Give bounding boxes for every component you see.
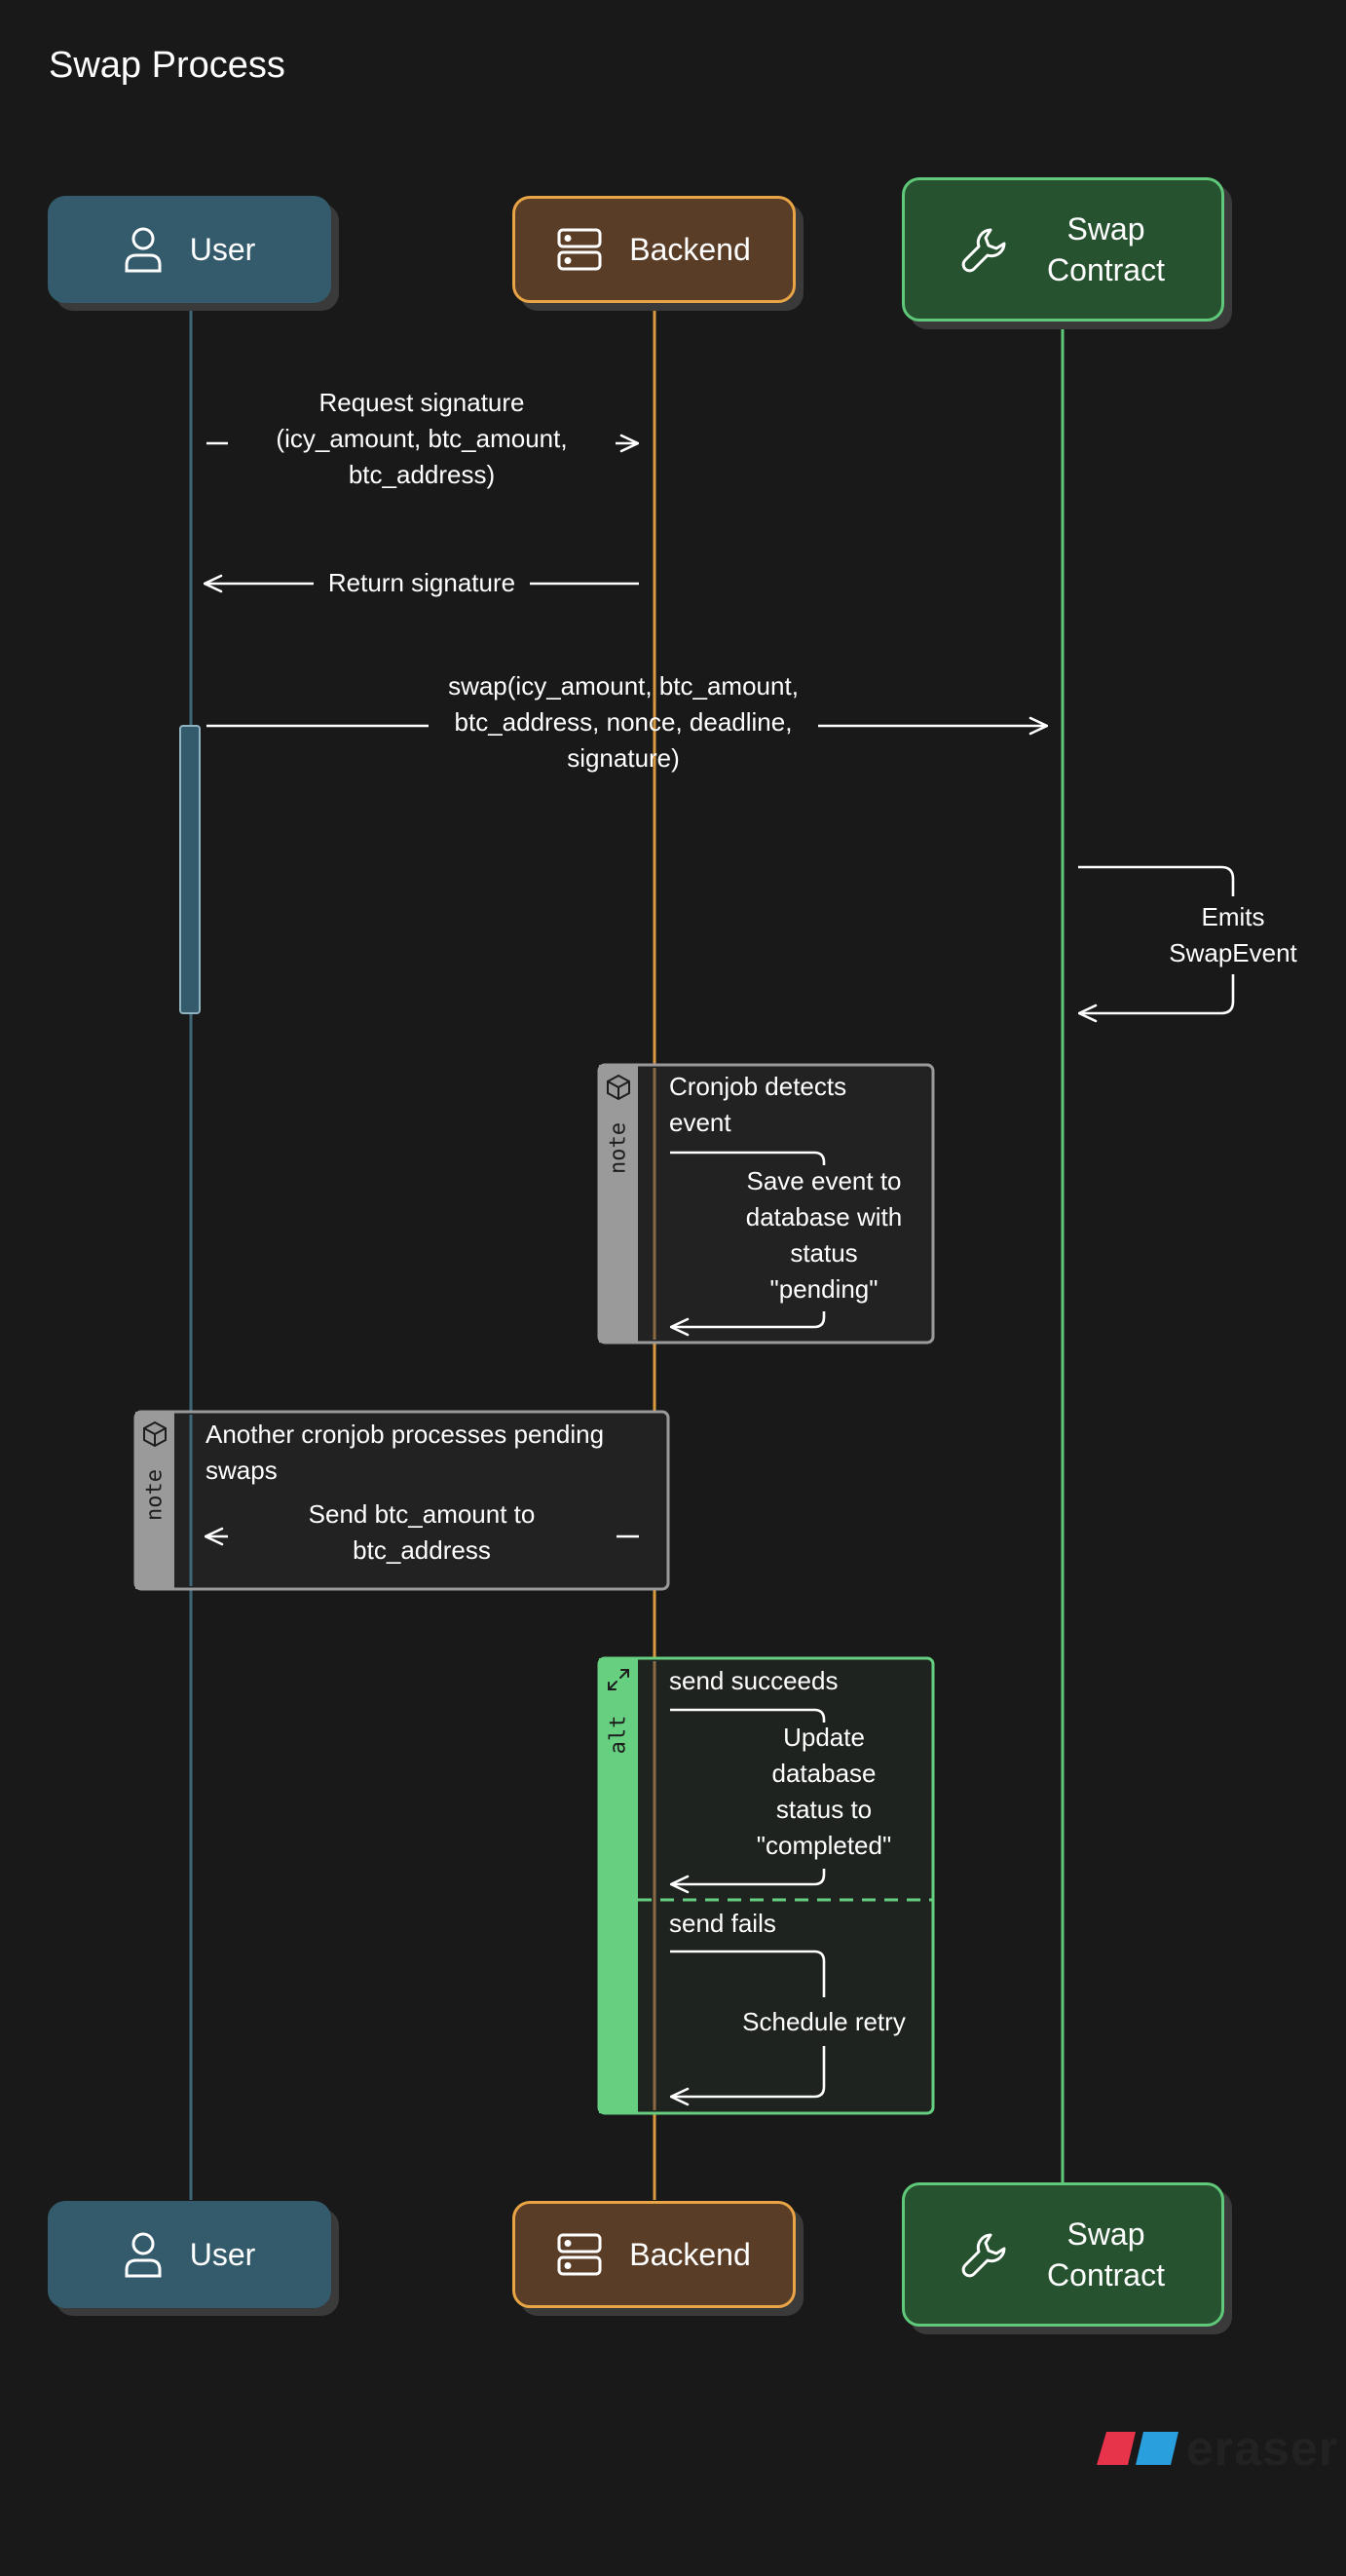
- cube-icon: [143, 1421, 167, 1448]
- eraser-wordmark: eraser: [1186, 2421, 1339, 2476]
- server-icon: [557, 228, 602, 271]
- msg4-self-loop: [1078, 865, 1235, 896]
- actor-user-label: User: [189, 232, 256, 267]
- eraser-logo: eraser: [1097, 2420, 1338, 2477]
- msg4-label: Emits SwapEvent: [1169, 902, 1297, 967]
- note1-title: Cronjob detects event: [669, 1072, 847, 1137]
- cube-icon: [607, 1074, 630, 1101]
- msg3-label: swap(icy_amount, btc_amount, btc_address…: [448, 671, 799, 773]
- wrench-icon: [961, 226, 1008, 273]
- actor-contract-top: Swap Contract: [902, 177, 1224, 322]
- note1-message: Save event to database with status "pend…: [745, 1166, 903, 1304]
- alt-frame: [597, 1656, 935, 2115]
- person-icon: [124, 225, 163, 274]
- actor-user-top: User: [48, 196, 331, 303]
- actor-contract-label-2: Contract: [1047, 2257, 1165, 2292]
- actor-contract-label-1: Swap: [1066, 211, 1145, 246]
- alt-branch1-loop: [670, 1708, 826, 1723]
- actor-contract-label-1: Swap: [1066, 2216, 1145, 2252]
- note2-title: Another cronjob processes pending swaps: [206, 1420, 605, 1485]
- alt-branch2-message: Schedule retry: [727, 2004, 921, 2040]
- wrench-icon: [961, 2231, 1008, 2278]
- msg2-label: Return signature: [327, 568, 516, 597]
- actor-backend-label: Backend: [629, 232, 751, 267]
- note1-self-loop: [670, 1151, 826, 1165]
- alt-branch2-title: send fails: [669, 1909, 776, 1938]
- alt-branch1-title: send succeeds: [669, 1666, 839, 1695]
- actor-contract-bottom: Swap Contract: [902, 2182, 1224, 2327]
- note2-message: Send btc_amount to btc_address: [308, 1499, 536, 1565]
- msg1-label: Request signature (icy_amount, btc_amoun…: [276, 388, 568, 489]
- actor-user-bottom: User: [48, 2201, 331, 2308]
- actor-backend-bottom: Backend: [512, 2201, 796, 2308]
- actor-backend-label: Backend: [629, 2237, 751, 2272]
- user-activation-bar: [179, 725, 201, 1014]
- diagram-title: Swap Process: [49, 45, 285, 86]
- alt-branch2-loop: [670, 1950, 826, 1997]
- note1-tag: note: [606, 1122, 631, 1174]
- note-cronjob-detects: [597, 1063, 935, 1345]
- note2-tag: note: [142, 1469, 168, 1521]
- actor-contract-label-2: Contract: [1047, 252, 1165, 287]
- actor-backend-top: Backend: [512, 196, 796, 303]
- alt-branch1-message: Update database status to "completed": [756, 1723, 892, 1860]
- person-icon: [124, 2230, 163, 2279]
- server-icon: [557, 2233, 602, 2276]
- alt-tag: alt: [606, 1715, 631, 1755]
- note-cronjob-processes: [133, 1410, 670, 1591]
- branch-arrows-icon: [608, 1669, 629, 1690]
- eraser-logo-mark: [1097, 2432, 1178, 2465]
- actor-user-label: User: [189, 2237, 256, 2272]
